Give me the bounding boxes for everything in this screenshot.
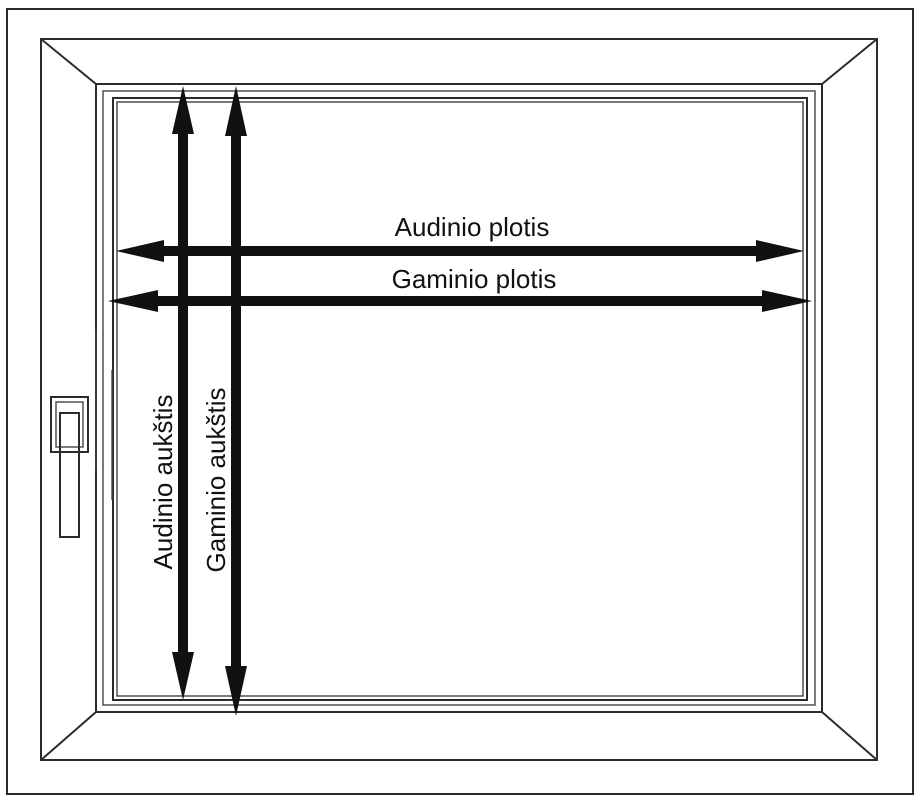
handle-base — [50, 396, 89, 453]
fabric-height-arrow — [172, 86, 194, 700]
glass-pane — [112, 97, 808, 701]
product-height-label: Gaminio aukštis — [201, 388, 231, 573]
sash-middle-edge — [102, 90, 816, 706]
fabric-height-label: Audinio aukštis — [148, 395, 178, 570]
window-frame — [6, 8, 914, 795]
outer-frame-edge — [6, 8, 914, 795]
bevel-bottom-left — [40, 711, 97, 761]
bevel-top-left — [40, 38, 97, 85]
glass-pane-inner — [116, 101, 804, 697]
handle-grip — [59, 412, 80, 538]
product-width-label: Gaminio plotis — [392, 264, 557, 294]
inner-frame-edge — [40, 38, 878, 761]
product-height-arrow — [225, 86, 247, 716]
window-sash — [95, 83, 823, 713]
bevel-top-right — [821, 38, 878, 85]
handle-base-inner — [55, 401, 84, 448]
product-width-arrow — [108, 290, 812, 312]
window-handle — [50, 396, 89, 538]
bevel-bottom-right — [821, 711, 878, 761]
fabric-width-label: Audinio plotis — [395, 212, 550, 242]
fabric-width-arrow — [116, 240, 804, 262]
